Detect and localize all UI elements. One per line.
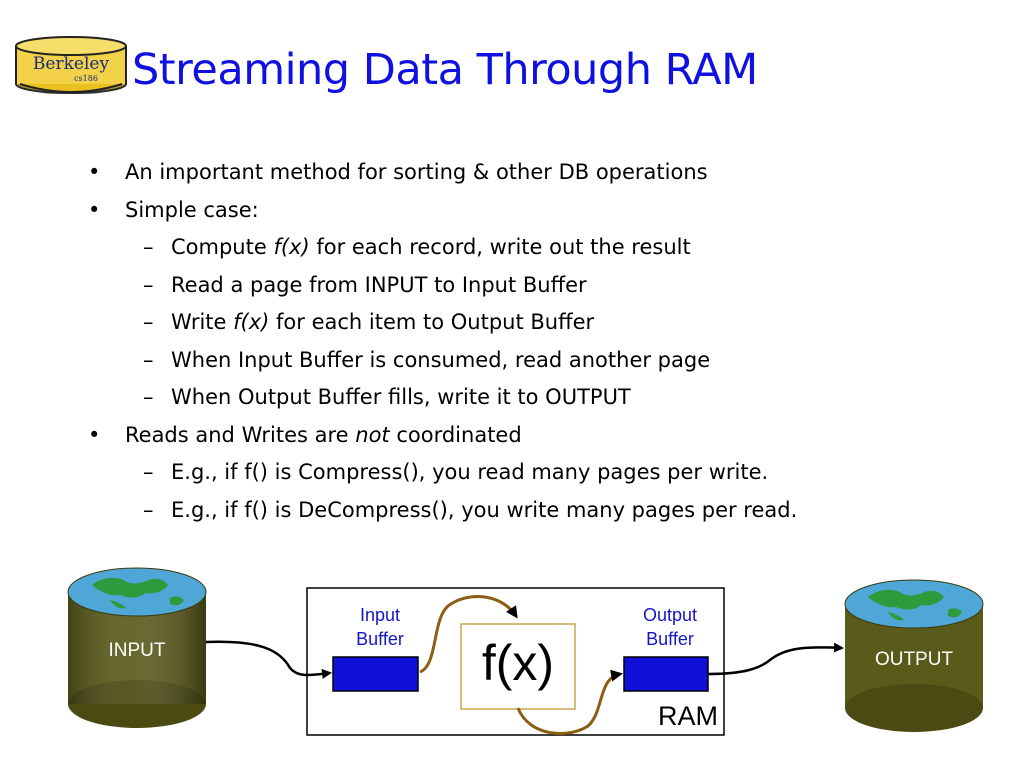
text-fragment: When Output Buffer fills, write it to OU… (171, 385, 631, 409)
text-fragment: When Input Buffer is consumed, read anot… (171, 347, 711, 372)
text-fragment: Write (171, 310, 234, 334)
bullet-marker: • (88, 422, 101, 447)
slide-title: Streaming Data Through RAM (132, 45, 758, 95)
function-to-output-arrow (516, 669, 623, 735)
output-buffer-label: Output Buffer (642, 605, 698, 649)
text-fragment: E.g., if f() is DeCompress(), you write … (171, 497, 798, 522)
ram-label: RAM (658, 701, 718, 731)
bullet-text: Simple case: (125, 198, 259, 222)
input-disk-icon (67, 567, 207, 728)
dash-marker: – (143, 272, 154, 297)
bullet-text: E.g., if f() is Compress(), you read man… (171, 460, 768, 484)
text-fragment: An important method for sorting & other … (125, 160, 708, 184)
output-disk-icon (844, 579, 984, 732)
emphasis-text: not (355, 422, 390, 447)
logo-text: Berkeley (32, 54, 110, 74)
berkeley-logo: Berkeley cs186 (14, 36, 132, 96)
text-fragment: Compute (171, 235, 274, 259)
bullet-text: When Output Buffer fills, write it to OU… (171, 385, 631, 409)
text-fragment: coordinated (389, 422, 522, 447)
input-buffer-label: Input Buffer (356, 605, 404, 649)
input-read-arrow (205, 640, 332, 679)
bullet-marker: • (88, 197, 101, 222)
bullet-text: An important method for sorting & other … (125, 160, 708, 184)
input-to-function-arrow (419, 595, 518, 674)
input-label: INPUT (108, 640, 166, 661)
output-label: OUTPUT (874, 649, 954, 670)
dash-marker: – (143, 497, 154, 522)
dash-marker: – (143, 310, 154, 334)
function-box (460, 623, 576, 710)
text-fragment: for each record, write out the result (309, 235, 691, 259)
bullet-text: Reads and Writes are not coordinated (125, 423, 522, 447)
logo-subtext: cs186 (74, 74, 98, 83)
bullet-marker: • (88, 160, 101, 184)
bullet-text: Compute f(x) for each record, write out … (171, 235, 691, 259)
emphasis-text: f(x) (233, 310, 270, 334)
dash-marker: – (143, 460, 154, 484)
text-fragment: E.g., if f() is Compress(), you read man… (171, 460, 769, 484)
emphasis-text: f(x) (273, 235, 310, 259)
input-buffer-block (332, 656, 419, 692)
bullet-text: E.g., if f() is DeCompress(), you write … (171, 498, 797, 522)
bullet-text: Write f(x) for each item to Output Buffe… (171, 310, 594, 334)
output-buffer-block (623, 656, 709, 692)
text-fragment: Simple case: (125, 197, 259, 222)
bullet-text: Read a page from INPUT to Input Buffer (171, 273, 587, 297)
text-fragment: for each item to Output Buffer (269, 310, 595, 334)
logo-drum-icon (15, 36, 127, 96)
dash-marker: – (143, 347, 154, 372)
bullet-text: When Input Buffer is consumed, read anot… (171, 348, 710, 372)
output-write-arrow (707, 642, 844, 676)
function-label: f(x) (481, 635, 555, 691)
text-fragment: Read a page from INPUT to Input Buffer (171, 272, 587, 297)
text-fragment: Reads and Writes are (125, 422, 356, 447)
dash-marker: – (143, 385, 154, 409)
dash-marker: – (143, 235, 154, 259)
